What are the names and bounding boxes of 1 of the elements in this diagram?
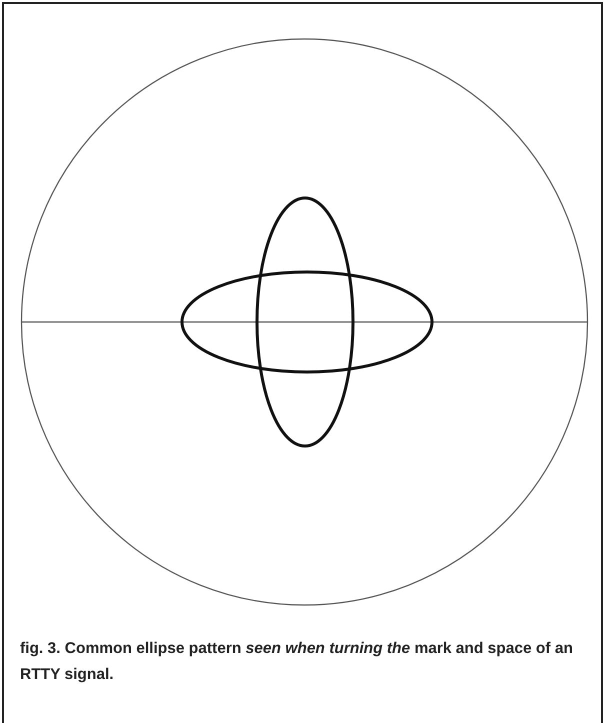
- figure-caption: fig. 3. Common ellipse pattern seen when turning the mark and space of an RTTY signal.: [20, 639, 574, 685]
